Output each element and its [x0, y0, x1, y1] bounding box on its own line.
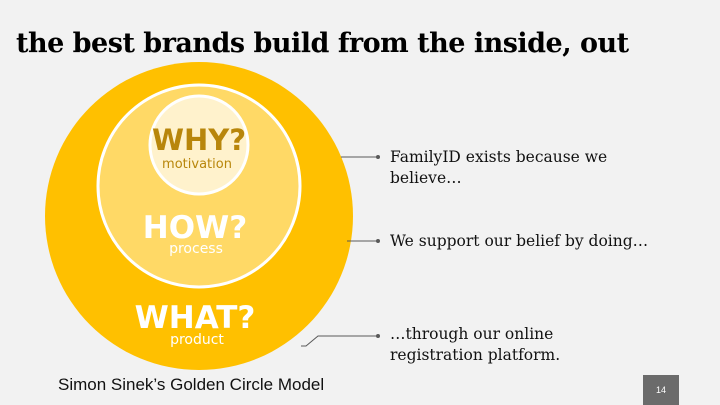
why-circle: [148, 94, 250, 196]
diagram-caption: Simon Sinek’s Golden Circle Model: [58, 375, 325, 394]
statement-how: We support our belief by doing…: [390, 232, 649, 250]
dot-icon: [376, 334, 380, 338]
page-number-badge: 14: [643, 375, 679, 405]
slide-title: the best brands build from the inside, o…: [16, 28, 629, 59]
connector-how: [347, 239, 380, 243]
how-label: HOW?: [143, 210, 247, 246]
statement-what: …through our online registration platfor…: [390, 325, 561, 364]
why-sublabel: motivation: [162, 157, 232, 172]
how-sublabel: process: [169, 241, 223, 257]
dot-icon: [376, 155, 380, 159]
dot-icon: [376, 239, 380, 243]
what-sublabel: product: [170, 332, 224, 348]
why-label: WHY?: [152, 123, 246, 157]
statement-why: FamilyID exists because we believe…: [390, 148, 608, 187]
connector-why: [341, 155, 380, 159]
connector-what: [301, 334, 380, 347]
what-label: WHAT?: [135, 300, 256, 336]
